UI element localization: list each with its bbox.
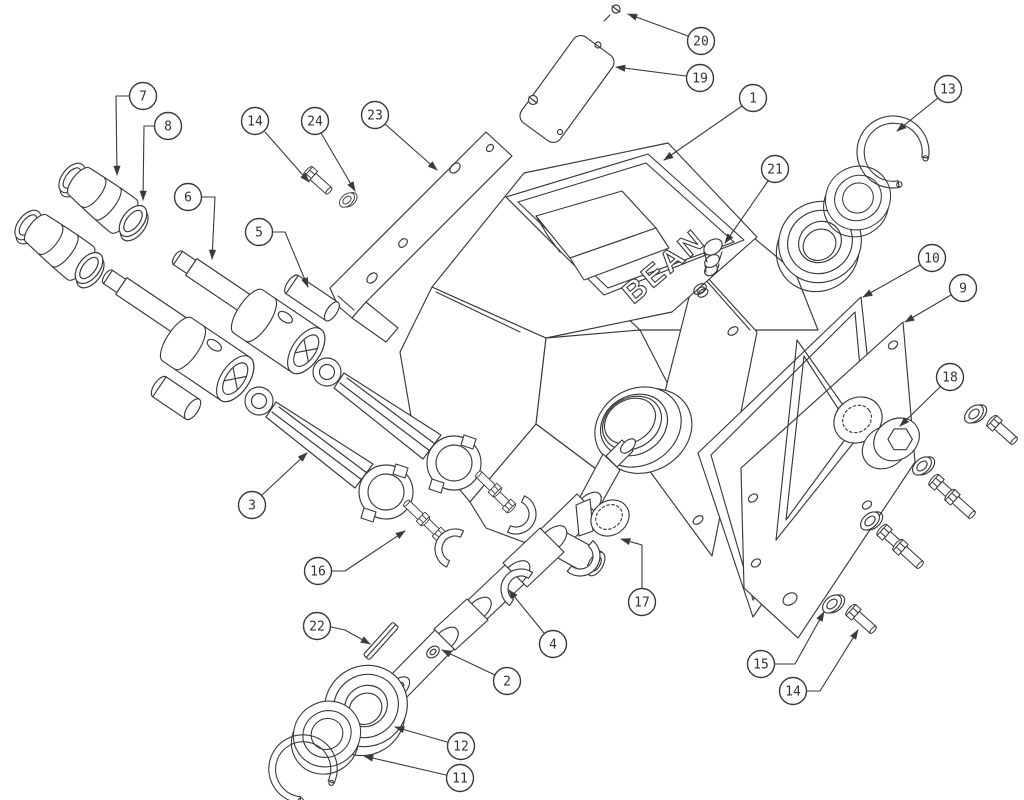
callout-5: 5 (244, 217, 309, 288)
svg-text:9: 9 (959, 282, 967, 297)
callout-10: 10 (862, 243, 947, 298)
svg-text:15: 15 (753, 658, 769, 673)
balloon-9 (948, 273, 978, 303)
connecting-rod-rear (312, 357, 482, 494)
svg-text:4: 4 (549, 638, 557, 653)
balloon-16 (303, 556, 333, 586)
callout-11: 11 (363, 754, 475, 793)
callout-layer: 1234567891011121314141516171819202122232… (113, 13, 978, 793)
svg-text:21: 21 (767, 163, 783, 178)
crank-bore (594, 386, 693, 474)
callout-8: 8 (139, 111, 183, 201)
balloon-8 (153, 111, 183, 141)
oil-port (693, 282, 707, 296)
svg-text:12: 12 (453, 740, 469, 755)
lockwasher-24 (336, 188, 361, 212)
svg-text:20: 20 (693, 35, 709, 50)
callout-19: 19 (615, 63, 715, 93)
balloon-11 (445, 763, 475, 793)
svg-text:23: 23 (367, 109, 383, 124)
svg-text:11: 11 (452, 772, 468, 787)
svg-text:14: 14 (247, 115, 263, 130)
svg-text:5: 5 (255, 226, 263, 241)
svg-text:16: 16 (310, 565, 326, 580)
callout-2: 2 (441, 649, 522, 696)
plunger-rod-lower (101, 269, 255, 403)
svg-text:22: 22 (309, 620, 325, 635)
balloon-5 (244, 217, 274, 247)
capscrew-top (301, 164, 336, 198)
balloon-19 (685, 63, 715, 93)
callout-18: 18 (899, 362, 965, 427)
callout-6: 6 (173, 182, 216, 260)
svg-text:13: 13 (940, 83, 956, 98)
svg-text:3: 3 (248, 499, 256, 514)
packing-set-upper (51, 157, 156, 247)
cover-plate (519, 35, 615, 143)
callout-3: 3 (237, 452, 308, 520)
callout-1: 1 (663, 83, 768, 161)
packing-set-lower (7, 204, 112, 294)
plunger-rod-upper (171, 250, 326, 375)
balloon-10 (917, 243, 947, 273)
balloon-3 (237, 490, 267, 520)
balloon-21 (760, 154, 790, 184)
connecting-rod-front (244, 386, 414, 523)
svg-text:19: 19 (692, 72, 708, 87)
balloon-14 (778, 676, 808, 706)
callout-20: 20 (627, 13, 716, 56)
cover-screw (603, 4, 621, 22)
svg-text:10: 10 (924, 252, 940, 267)
balloon-7 (128, 81, 158, 111)
balloon-14 (240, 106, 270, 136)
shaft-key (363, 622, 399, 660)
balloon-12 (446, 731, 476, 761)
svg-text:14: 14 (785, 685, 801, 700)
callout-13: 13 (896, 74, 963, 132)
callout-9: 9 (904, 273, 978, 323)
callout-14: 14 (240, 106, 310, 183)
callout-22: 22 (302, 611, 371, 645)
svg-text:7: 7 (139, 90, 147, 105)
svg-text:17: 17 (634, 596, 650, 611)
callout-24: 24 (300, 106, 356, 192)
callout-14: 14 (778, 629, 859, 706)
balloon-15 (746, 649, 776, 679)
svg-text:18: 18 (942, 371, 958, 386)
callout-17: 17 (620, 538, 657, 617)
wrist-pin (150, 375, 202, 421)
side-bracket (740, 321, 916, 639)
callout-4: 4 (508, 589, 568, 659)
grease-fitting (703, 238, 723, 277)
svg-text:24: 24 (307, 115, 323, 130)
support-bracket (329, 131, 513, 343)
balloon-2 (492, 666, 522, 696)
svg-text:6: 6 (184, 191, 192, 206)
svg-text:2: 2 (503, 675, 511, 690)
callout-12: 12 (394, 726, 476, 761)
callout-23: 23 (360, 100, 438, 171)
balloon-13 (933, 74, 963, 104)
balloon-4 (538, 629, 568, 659)
crosshead-pin (284, 274, 340, 322)
balloon-20 (686, 26, 716, 56)
balloon-6 (173, 182, 203, 212)
callout-21: 21 (724, 154, 790, 244)
balloon-23 (360, 100, 390, 130)
balloon-24 (300, 106, 330, 136)
balloon-17 (627, 587, 657, 617)
svg-text:1: 1 (749, 92, 757, 107)
svg-text:8: 8 (164, 120, 172, 135)
callout-16: 16 (303, 530, 406, 586)
callout-7: 7 (113, 81, 158, 176)
balloon-18 (935, 362, 965, 392)
bearing-nut (861, 417, 920, 470)
balloon-22 (302, 611, 332, 641)
knurled-plug (575, 498, 630, 537)
callout-15: 15 (746, 611, 825, 679)
balloon-1 (738, 83, 768, 113)
